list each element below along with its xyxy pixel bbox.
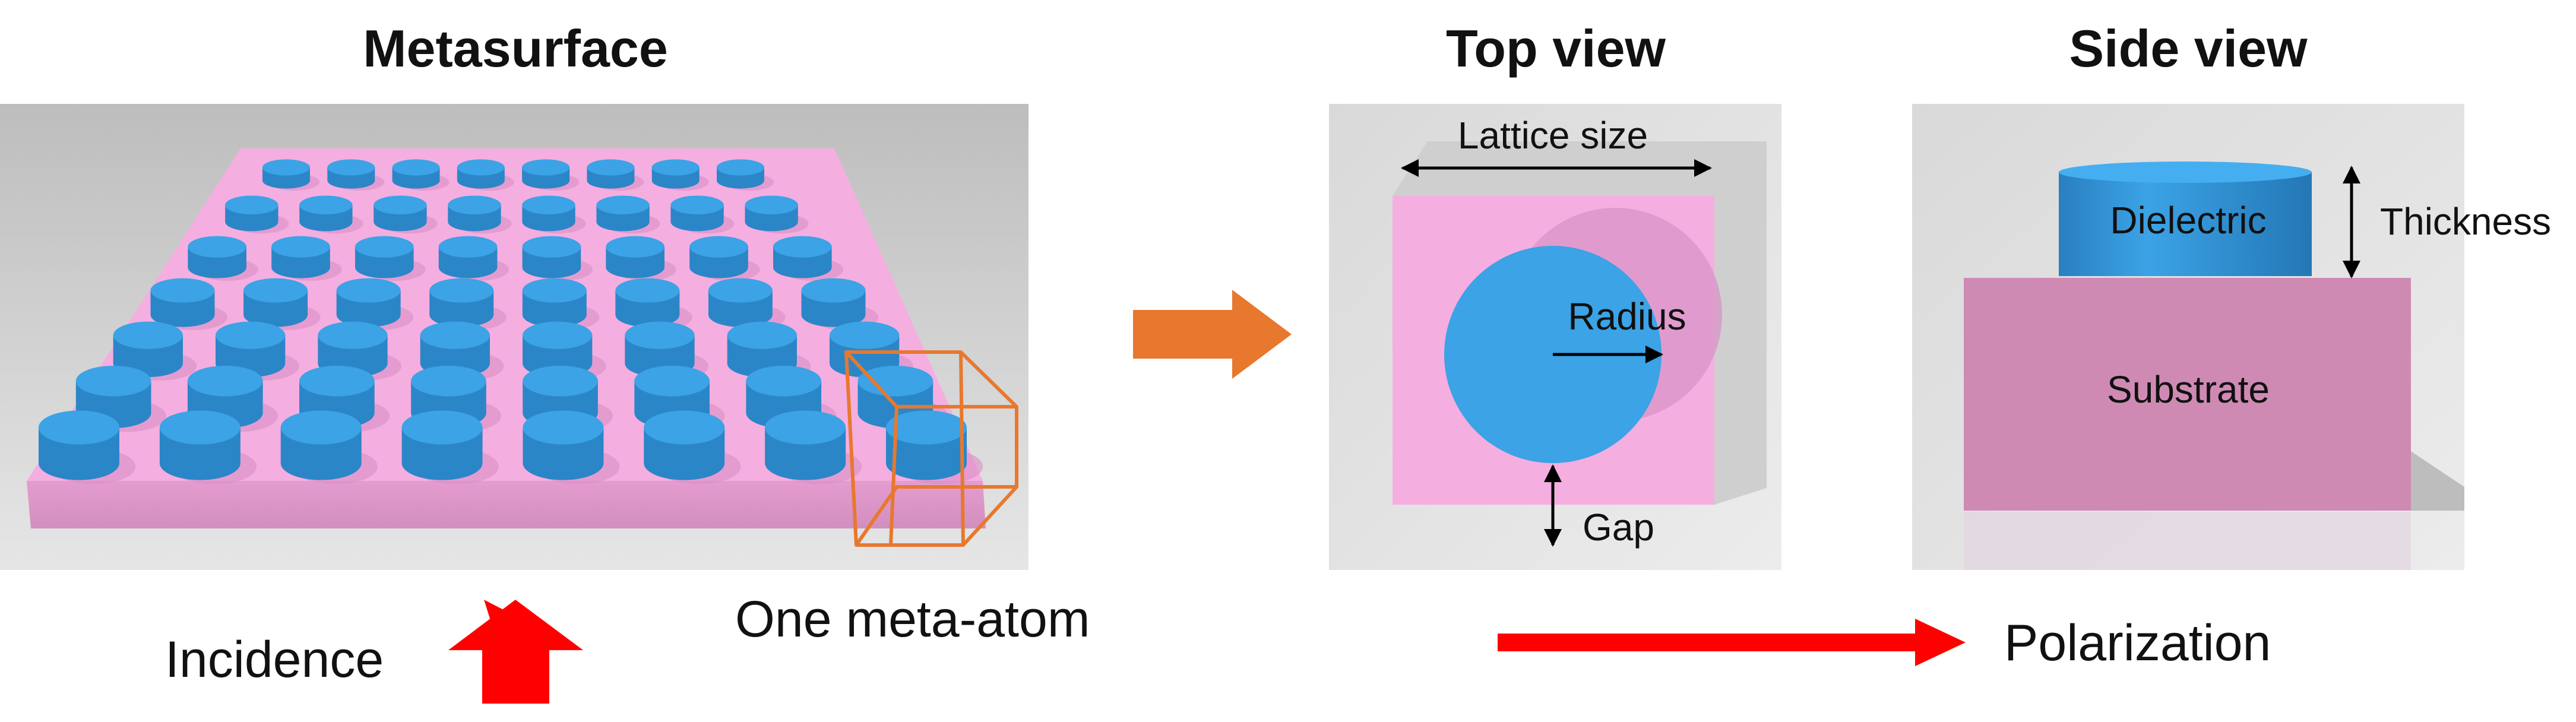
side-view-panel: Dielectric Substrate Thickness — [1912, 104, 2551, 570]
meta-atom-pillar — [271, 236, 342, 281]
meta-atom-pillar — [651, 159, 709, 191]
meta-atom-pillar — [225, 195, 289, 234]
meta-atom-pillar — [243, 278, 321, 330]
meta-atom-pillar — [523, 410, 620, 484]
thickness-label: Thickness — [2380, 200, 2551, 243]
substrate-label: Substrate — [2107, 368, 2270, 411]
title-metasurface: Metasurface — [363, 19, 668, 78]
meta-atom-pillar — [355, 236, 426, 281]
radius-label: Radius — [1568, 295, 1686, 338]
side-view-reflection — [1964, 512, 2411, 570]
meta-atom-pillar — [689, 236, 760, 281]
substrate-slab-front — [27, 481, 986, 528]
meta-atom-pillar — [773, 236, 844, 281]
meta-atom-pillar — [336, 278, 414, 330]
meta-atom-pillar — [150, 278, 228, 330]
meta-atom-pillar — [374, 195, 438, 234]
meta-atom-pillar — [159, 410, 257, 484]
meta-atom-pillar — [745, 195, 809, 234]
one-meta-atom-label: One meta-atom — [735, 591, 1090, 648]
meta-atom-pillar — [587, 159, 644, 191]
side-view-substrate — [1964, 278, 2411, 511]
title-side-view: Side view — [2069, 19, 2308, 78]
incidence-label: Incidence — [165, 631, 384, 688]
meta-atom-pillar — [401, 410, 499, 484]
lattice-size-label: Lattice size — [1458, 114, 1648, 157]
orange-right-arrow — [1133, 290, 1292, 379]
meta-atom-pillar — [280, 410, 378, 484]
meta-atom-pillar — [457, 159, 514, 191]
meta-atom-pillar — [327, 159, 385, 191]
metasurface-panel — [0, 104, 1028, 570]
polarization-arrow — [1498, 619, 1966, 666]
meta-atom-pillar — [644, 410, 741, 484]
meta-atom-highlight-box — [844, 350, 1018, 547]
meta-atom-pillar — [262, 159, 319, 191]
pillar-array — [39, 159, 983, 484]
meta-atom-pillar — [765, 410, 862, 484]
incidence-arrow-shape — [448, 600, 583, 704]
side-view-dielectric-body — [2059, 172, 2312, 276]
top-view-panel: Lattice size Radius Gap — [1329, 104, 1781, 570]
meta-atom-pillar — [39, 410, 136, 484]
meta-atom-pillar — [522, 236, 593, 281]
side-view-shadow — [2411, 451, 2464, 511]
meta-atom-pillar — [801, 278, 879, 330]
gap-label: Gap — [1583, 506, 1654, 549]
meta-atom-pillar — [596, 195, 660, 234]
meta-atom-pillar — [392, 159, 450, 191]
meta-atom-pillar — [522, 159, 580, 191]
meta-atom-pillar — [448, 195, 512, 234]
polarization-label: Polarization — [2004, 615, 2271, 672]
meta-atom-pillar — [522, 195, 586, 234]
meta-atom-pillar — [188, 236, 258, 281]
meta-atom-pillar — [606, 236, 676, 281]
title-top-view: Top view — [1446, 19, 1666, 78]
side-view-dielectric-top — [2059, 162, 2312, 183]
meta-atom-pillar — [438, 236, 509, 281]
meta-atom-pillar — [717, 159, 774, 191]
meta-atom-pillar — [670, 195, 735, 234]
dielectric-label: Dielectric — [2110, 199, 2266, 242]
meta-atom-pillar — [299, 195, 363, 234]
